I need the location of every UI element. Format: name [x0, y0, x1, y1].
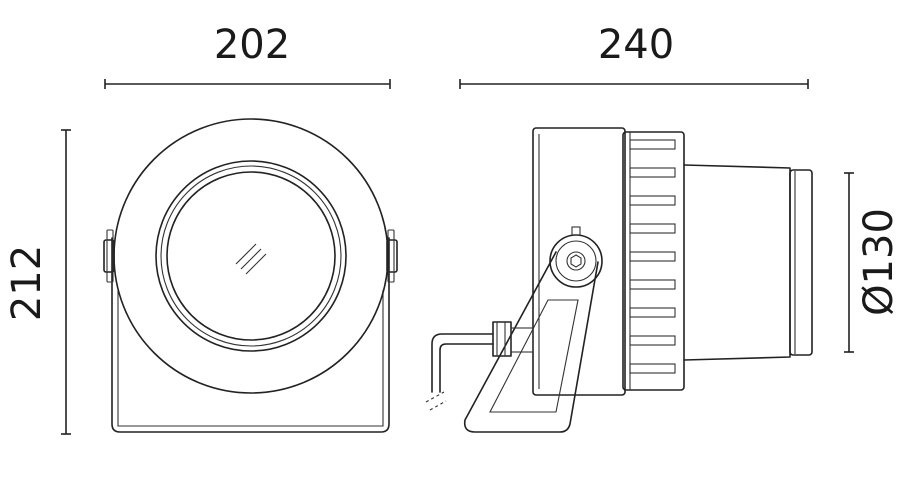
- side-view: [425, 127, 813, 433]
- dim-label-height: 212: [4, 245, 50, 321]
- dimension-front-width: 202: [104, 22, 391, 89]
- dim-label-front-width: 202: [214, 22, 290, 68]
- dimension-height: 212: [4, 129, 71, 435]
- dimension-diameter: Ø130: [844, 172, 900, 353]
- dimension-side-length: 240: [459, 22, 809, 89]
- dim-label-diameter: Ø130: [856, 208, 900, 316]
- dim-label-side-length: 240: [598, 22, 674, 68]
- front-view: [103, 118, 398, 433]
